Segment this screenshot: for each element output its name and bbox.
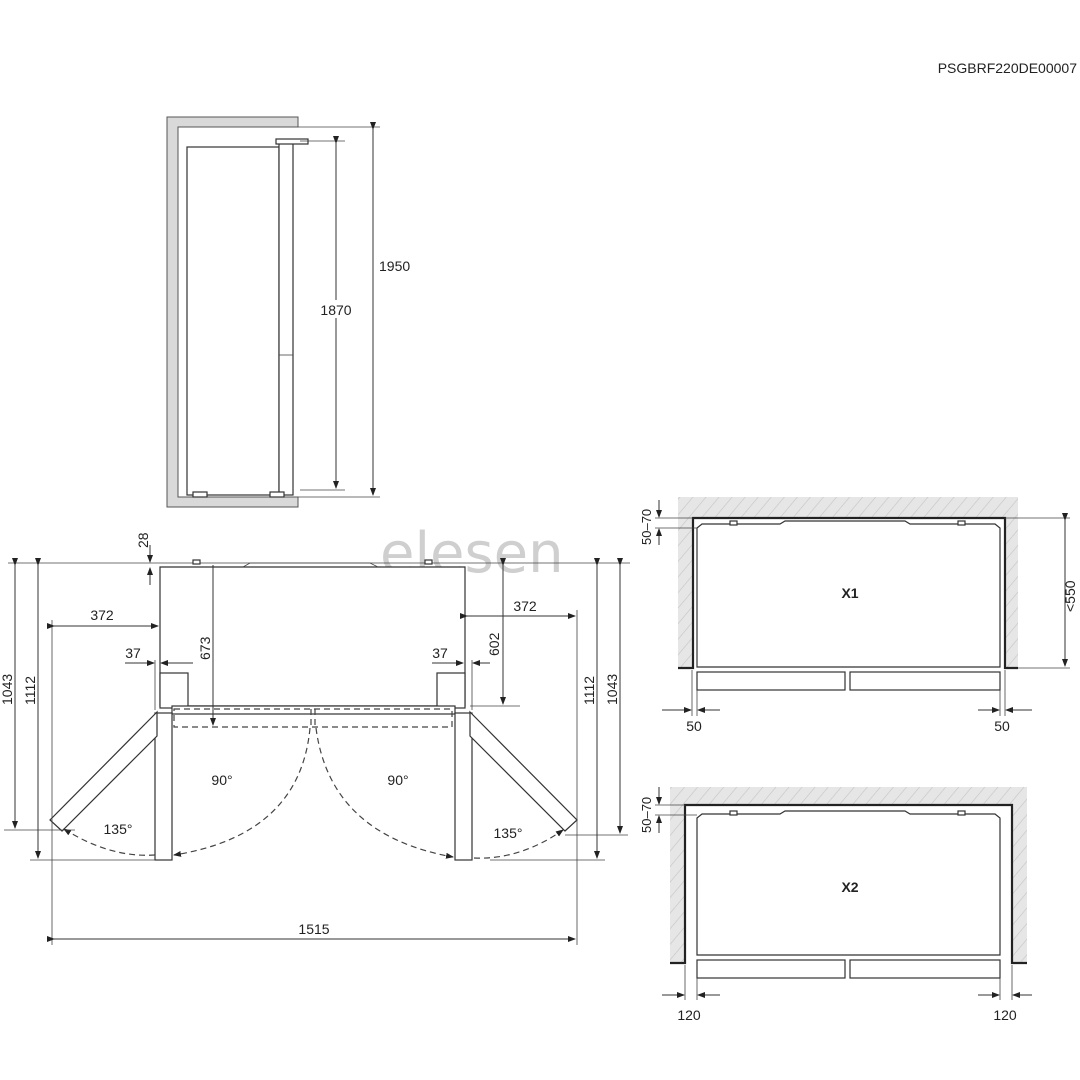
- fridge-body-side: [186, 146, 280, 496]
- dim-372-right: 372: [513, 598, 537, 614]
- right-door-90: [454, 712, 473, 861]
- dim-1112-right: 1112: [581, 676, 597, 705]
- dim-673: 673: [197, 636, 213, 660]
- x1-max-depth: <550: [1062, 580, 1078, 612]
- x2-label: X2: [841, 879, 858, 895]
- dim-372-left: 372: [90, 607, 114, 623]
- installation-x1: X1 50–70 <550 50 50: [639, 497, 1078, 734]
- dim-1043-left: 1043: [0, 674, 15, 705]
- x1-rear-gap: 50–70: [639, 509, 654, 545]
- left-door-135: [49, 710, 158, 832]
- dim-28: 28: [135, 532, 151, 548]
- dim-1870: 1870: [320, 302, 351, 318]
- right-door-135: [469, 710, 578, 832]
- wall-niche: [166, 116, 299, 508]
- angle-90-right: 90°: [387, 772, 408, 788]
- angle-90-left: 90°: [211, 772, 232, 788]
- x1-label: X1: [841, 585, 858, 601]
- angle-135-left: 135°: [104, 821, 133, 837]
- angle-135-right: 135°: [494, 825, 523, 841]
- x2-left-gap: 120: [677, 1007, 701, 1023]
- top-view: 28 1043 1112 1112 1043 673 602 372 372 3…: [0, 532, 630, 945]
- installation-x2: X2 50–70 120 120: [639, 787, 1032, 1023]
- dim-602: 602: [486, 632, 502, 656]
- dim-1112-left: 1112: [22, 676, 38, 705]
- x2-rear-gap: 50–70: [639, 797, 654, 833]
- dim-1950: 1950: [379, 258, 410, 274]
- dim-37-left: 37: [125, 645, 141, 661]
- dim-1515: 1515: [298, 921, 329, 937]
- dim-37-right: 37: [432, 645, 448, 661]
- dim-1043-right: 1043: [604, 674, 620, 705]
- x1-right-gap: 50: [994, 718, 1010, 734]
- fridge-door-side: [278, 140, 294, 496]
- document-code: PSGBRF220DE00007: [938, 60, 1078, 76]
- x1-left-gap: 50: [686, 718, 702, 734]
- side-view: 1870 1950: [166, 116, 410, 508]
- x2-right-gap: 120: [993, 1007, 1017, 1023]
- left-door-90: [154, 712, 173, 861]
